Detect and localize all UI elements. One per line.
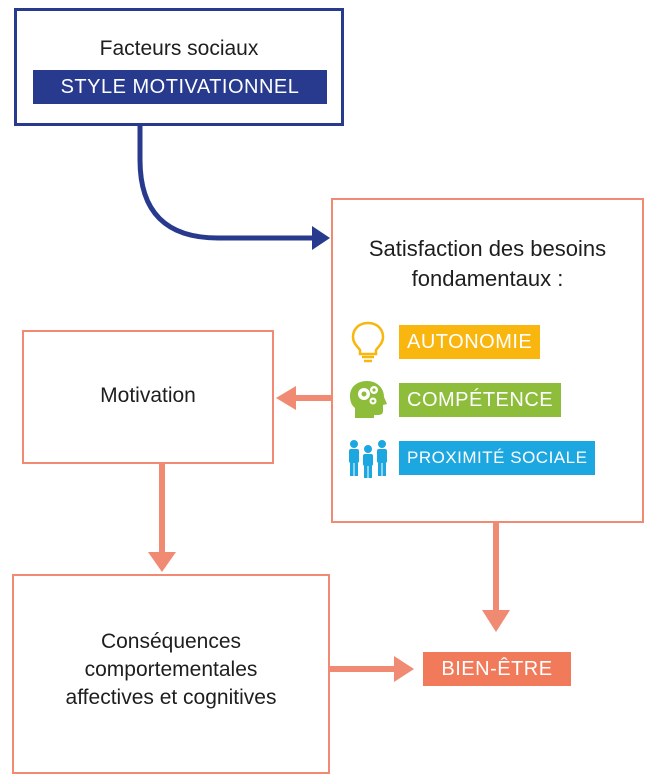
- consequences-line3: affectives et cognitives: [65, 686, 277, 709]
- arrow-head-right: [394, 656, 414, 682]
- lightbulb-icon: [351, 321, 385, 363]
- social-factors-title: Facteurs sociaux: [99, 37, 259, 60]
- needs-title-line2: fondamentaux :: [411, 266, 564, 291]
- needs-title: Satisfaction des besoins fondamentaux :: [333, 234, 642, 294]
- needs-title-line1: Satisfaction des besoins: [368, 236, 607, 261]
- social-factors-box: Facteurs sociaux STYLE MOTIVATIONNEL: [14, 8, 344, 126]
- motivation-box: Motivation: [22, 330, 274, 464]
- consequences-box: Conséquences comportementales affectives…: [12, 574, 330, 774]
- need-autonomy: AUTONOMIE: [347, 320, 541, 364]
- arrow-head-left: [276, 386, 296, 410]
- motivation-label: Motivation: [100, 384, 196, 407]
- competence-label: COMPÉTENCE: [399, 383, 562, 417]
- needs-satisfaction-box: Satisfaction des besoins fondamentaux : …: [331, 198, 644, 523]
- consequences-line1: Conséquences: [100, 630, 242, 653]
- people-group-icon: [349, 440, 387, 478]
- wellbeing-tag: BIEN-ÊTRE: [423, 652, 571, 686]
- consequences-line2: comportementales: [84, 658, 258, 681]
- autonomy-label: AUTONOMIE: [399, 325, 541, 359]
- motivational-style-tag: STYLE MOTIVATIONNEL: [33, 70, 327, 104]
- consequences-label: Conséquences comportementales affectives…: [14, 628, 328, 712]
- arrow-social-to-needs: [137, 126, 312, 241]
- social-proximity-label: PROXIMITÉ SOCIALE: [399, 441, 596, 475]
- need-competence: COMPÉTENCE: [347, 378, 562, 422]
- arrow-head-down-2: [482, 610, 510, 632]
- arrow-head-down-1: [148, 552, 176, 572]
- head-gears-icon: [350, 381, 387, 418]
- arrow-head-navy: [312, 226, 330, 250]
- need-social-proximity: PROXIMITÉ SOCIALE: [347, 436, 596, 480]
